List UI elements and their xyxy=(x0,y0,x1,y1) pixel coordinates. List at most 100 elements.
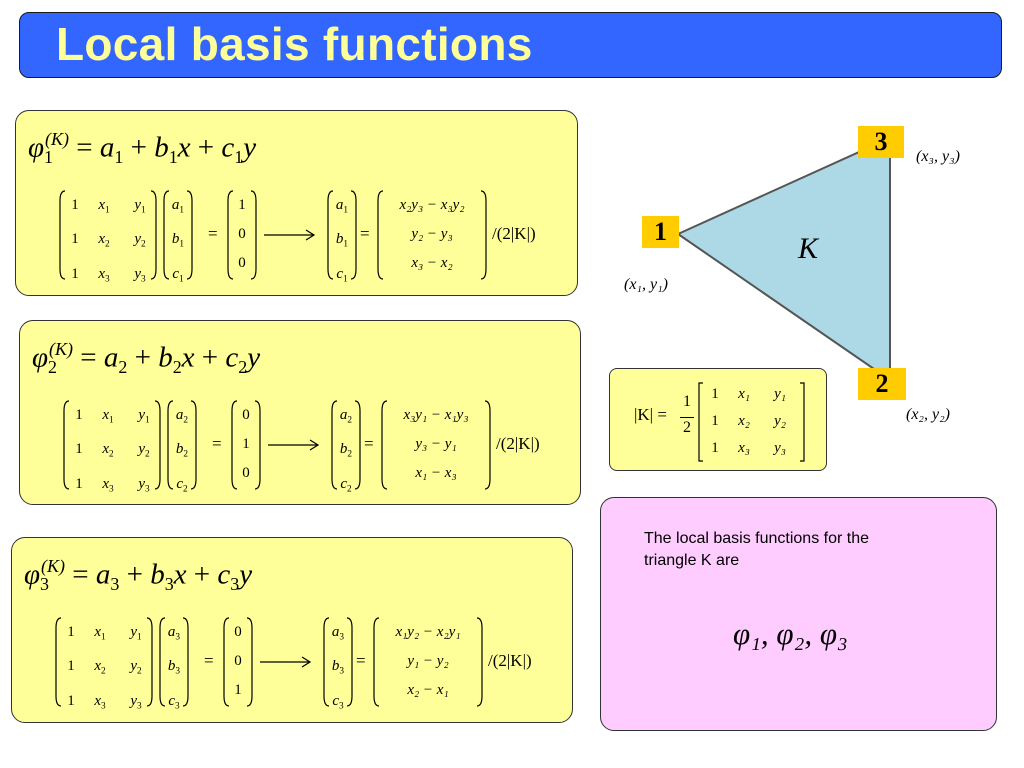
matrix-cell-index: 3 xyxy=(145,483,150,494)
matrix-cell-index: 2 xyxy=(137,666,142,677)
result-vector-bracket xyxy=(327,190,357,280)
coef-b-index: 2 xyxy=(172,356,182,377)
coef-a-index: 3 xyxy=(110,573,120,594)
coef-a: a xyxy=(95,558,111,591)
vertex-2-coord: (x₂, y₂) xyxy=(906,406,950,423)
plus-sign: + xyxy=(194,341,226,374)
system-brackets xyxy=(63,400,491,490)
plus-sign: + xyxy=(123,131,155,164)
vertex-2-label: 2 xyxy=(858,368,906,400)
matrix-cell-index: 1 xyxy=(145,415,150,426)
matrix-cell-index: 1 xyxy=(141,205,146,216)
matrix-cell-index: 1 xyxy=(101,632,106,643)
vertex-3-label: 3 xyxy=(858,126,904,158)
vector-cell: c2 xyxy=(340,475,352,494)
phi-index: 1 xyxy=(44,146,54,167)
vector-cell: 0 xyxy=(234,653,242,669)
numerator-cell: x₂y₃ − x₃y₂ xyxy=(399,197,465,213)
triangle-diagram: 1 2 3 (x₁, y₁) (x₂, y₂) (x₃, y₃) K xyxy=(600,110,1024,440)
equals-sign: = xyxy=(68,131,100,164)
coef-b-index: 1 xyxy=(168,146,178,167)
matrix-cell-index: 1 xyxy=(109,415,114,426)
matrix-cell: x2 xyxy=(98,231,110,250)
matrix-cell: x3 xyxy=(102,475,114,494)
frac-bar xyxy=(680,417,694,418)
numerator-cell: y₂ − y₃ xyxy=(411,226,453,242)
area-cell: y₂ xyxy=(774,413,786,429)
vector-cell-index: 1 xyxy=(343,205,349,216)
implies-arrow xyxy=(264,229,316,241)
area-cell: 1 xyxy=(711,413,719,429)
matrix-cell: y1 xyxy=(138,407,150,426)
coef-vector-bracket xyxy=(163,190,193,280)
numerator-cell: y₁ − y₂ xyxy=(407,653,449,669)
vector-cell-index: 3 xyxy=(175,700,180,711)
matrix-cell: 1 xyxy=(75,475,83,492)
vector-cell: a3 xyxy=(331,624,345,643)
area-cell: x₁ xyxy=(738,386,750,402)
matrix-cell: 1 xyxy=(67,624,75,640)
vector-cell: c2 xyxy=(176,475,188,494)
matrix-cell: x3 xyxy=(94,692,106,711)
vertex-3-coord: (x₃, y₃) xyxy=(916,148,960,165)
vector-cell: b3 xyxy=(167,658,181,677)
basis-function-definition: φ3(K) = a3 + b3x + c3y xyxy=(24,556,252,595)
coef-a-index: 1 xyxy=(114,146,124,167)
phi-symbol: φ xyxy=(32,341,49,374)
coef-b-index: 3 xyxy=(164,573,174,594)
numerator-cell: y₃ − y₁ xyxy=(415,436,457,452)
triangle-svg xyxy=(675,136,891,382)
vector-cell: a1 xyxy=(335,197,349,216)
vector-cell-index: 1 xyxy=(179,273,184,284)
var-y: y xyxy=(243,131,257,164)
area-formula-box: |K| = 1 2 1 x₁ y₁ 1 x₂ y₂ 1 x₃ y₃ xyxy=(609,368,827,471)
vector-cell: a1 xyxy=(171,197,185,216)
implies-arrow xyxy=(260,656,312,668)
phi-index: 3 xyxy=(40,573,50,594)
plus-sign: + xyxy=(190,131,222,164)
coef-b: b xyxy=(158,341,173,374)
area-cell: x₂ xyxy=(738,413,750,429)
vector-cell-index: 1 xyxy=(179,205,185,216)
matrix-cell-index: 2 xyxy=(101,666,106,677)
implies-arrow xyxy=(268,439,320,451)
coef-b: b xyxy=(154,131,169,164)
area-matrix-brackets xyxy=(698,382,805,462)
vector-cell: 0 xyxy=(234,624,242,640)
area-lhs: |K| = xyxy=(634,405,667,424)
vector-cell-index: 3 xyxy=(339,632,345,643)
vector-cell-index: 3 xyxy=(175,666,181,677)
matrix-cell-index: 3 xyxy=(141,273,146,284)
equals-sign: = xyxy=(208,224,218,243)
result-vector-bracket xyxy=(323,617,353,707)
note-text: The local basis functions for the triang… xyxy=(644,530,870,569)
vector-cell: 1 xyxy=(238,197,246,213)
vector-cell: c3 xyxy=(332,692,344,711)
divisor: /(2|K|) xyxy=(488,651,532,670)
vector-cell: a2 xyxy=(339,407,353,426)
matrix-cell: y2 xyxy=(130,658,142,677)
vector-cell: 0 xyxy=(242,465,250,481)
rhs-vector-bracket xyxy=(227,190,257,280)
coef-c-index: 1 xyxy=(234,146,244,167)
matrix-cell: 1 xyxy=(75,407,83,423)
matrix-cell: y1 xyxy=(134,197,146,216)
vector-cell-index: 2 xyxy=(183,483,188,494)
coef-c-index: 3 xyxy=(230,573,240,594)
basis-function-definition: φ1(K) = a1 + b1x + c1y xyxy=(28,129,256,168)
lhs-matrix-bracket xyxy=(63,400,161,490)
matrix-cell: y1 xyxy=(130,624,142,643)
matrix-cell-index: 3 xyxy=(109,483,114,494)
equals-sign: = xyxy=(360,224,370,243)
coef-a-index: 2 xyxy=(118,356,128,377)
matrix-cell: y2 xyxy=(138,441,150,460)
vector-cell-index: 2 xyxy=(347,449,353,460)
matrix-cell-index: 3 xyxy=(101,700,106,711)
matrix-cell: 1 xyxy=(71,231,79,248)
matrix-cell: 1 xyxy=(67,692,75,709)
